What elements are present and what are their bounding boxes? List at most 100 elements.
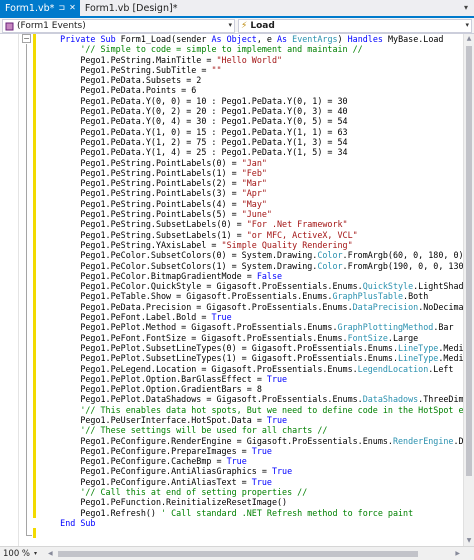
code-token: LegendLocation	[357, 363, 429, 374]
code-line[interactable]: Pego1.PeFont.Label.Bold = True	[40, 312, 466, 322]
code-line[interactable]: Pego1.PeString.PointLabels(2) = "Mar"	[40, 178, 466, 188]
scroll-down-icon[interactable]: ▼	[466, 537, 472, 544]
code-line[interactable]: '// Call this at end of setting properti…	[40, 487, 466, 497]
code-line[interactable]: Pego1.PeConfigure.CacheBmp = True	[40, 456, 466, 466]
code-line[interactable]: Pego1.PeString.PointLabels(5) = "June"	[40, 209, 466, 219]
tab-overflow-icon[interactable]: ▾	[463, 3, 468, 12]
zoom-dropdown[interactable]: 100 % ▾	[3, 548, 43, 559]
code-token: Pego1.PePlot.SubsetLineTypes(0) = Gigaso…	[40, 342, 398, 353]
code-line[interactable]: Pego1.PePlot.Option.GradientBars = 8	[40, 384, 466, 394]
code-line[interactable]: Pego1.PeData.Y(0, 4) = 30 : Pego1.PeData…	[40, 116, 466, 126]
code-line[interactable]: End Sub	[40, 518, 466, 528]
code-line[interactable]: Pego1.PeString.SubTitle = ""	[40, 65, 466, 75]
code-line[interactable]: Pego1.PeData.Subsets = 2	[40, 75, 466, 85]
code-line[interactable]: Pego1.PeData.Precision = Gigasoft.ProEss…	[40, 302, 466, 312]
class-events-dropdown[interactable]: (Form1 Events) ▾	[2, 19, 235, 33]
code-token: FontSize	[347, 332, 388, 343]
code-token: As Object	[211, 34, 257, 44]
code-token: "or MFC, ActiveX, VCL"	[246, 229, 358, 240]
code-line[interactable]: Pego1.PeColor.QuickStyle = Gigasoft.ProE…	[40, 281, 466, 291]
code-line[interactable]: Pego1.PeString.SubsetLabels(0) = "For .N…	[40, 219, 466, 229]
code-line[interactable]: Pego1.PeTable.Show = Gigasoft.ProEssenti…	[40, 291, 466, 301]
code-editor[interactable]: − Private Sub Form1_Load(sender As Objec…	[0, 34, 474, 546]
code-line[interactable]: Pego1.PeString.SubsetLabels(1) = "or MFC…	[40, 230, 466, 240]
code-token: Pego1.PeString.YAxisLabel =	[40, 239, 222, 250]
code-line[interactable]: Pego1.PeLegend.Location = Gigasoft.ProEs…	[40, 364, 466, 374]
code-line[interactable]: Pego1.PeConfigure.AntiAliasGraphics = Tr…	[40, 466, 466, 476]
code-line[interactable]: Pego1.PeColor.SubsetColors(1) = System.D…	[40, 261, 466, 271]
code-text[interactable]: Private Sub Form1_Load(sender As Object,…	[40, 34, 466, 528]
method-dropdown[interactable]: ⚡ Load ▾	[238, 19, 472, 33]
code-line[interactable]: Pego1.PeData.Y(1, 0) = 15 : Pego1.PeData…	[40, 127, 466, 137]
code-line[interactable]: Pego1.PeString.PointLabels(4) = "May"	[40, 199, 466, 209]
horizontal-scrollbar[interactable]: ◀ ▶	[48, 549, 460, 559]
code-line[interactable]: Pego1.PeData.Points = 6	[40, 85, 466, 95]
code-token: '// This enables data hot spots, But we …	[80, 404, 466, 415]
code-line[interactable]: Pego1.Refresh() ' Call standard .NET Ref…	[40, 508, 466, 518]
code-line[interactable]: Pego1.PePlot.Option.BarGlassEffect = Tru…	[40, 374, 466, 384]
code-token: LineType	[398, 353, 439, 364]
code-token: Pego1.PeTable.Show = Gigasoft.ProEssenti…	[40, 291, 333, 302]
code-line[interactable]: Pego1.PePlot.SubsetLineTypes(1) = Gigaso…	[40, 353, 466, 363]
code-token: DataShadows	[362, 394, 419, 405]
code-line[interactable]: Pego1.PeString.PointLabels(1) = "Feb"	[40, 168, 466, 178]
code-token: .NoDecimals	[418, 301, 466, 312]
code-token: Pego1.PePlot.Method = Gigasoft.ProEssent…	[40, 322, 338, 333]
code-token: Pego1.PeData.Precision = Gigasoft.ProEss…	[40, 301, 353, 312]
code-line[interactable]: Pego1.PeConfigure.PrepareImages = True	[40, 446, 466, 456]
code-line[interactable]: Pego1.PePlot.SubsetLineTypes(0) = Gigaso…	[40, 343, 466, 353]
code-token: ' Call standard .NET Refresh method to f…	[161, 507, 414, 518]
code-line[interactable]: Pego1.PeString.MainTitle = "Hello World"	[40, 55, 466, 65]
navigation-bar: (Form1 Events) ▾ ⚡ Load ▾	[0, 18, 474, 34]
code-line[interactable]: Pego1.PeData.Y(1, 4) = 25 : Pego1.PeData…	[40, 147, 466, 157]
code-line[interactable]: Pego1.PeString.PointLabels(0) = "Jan"	[40, 158, 466, 168]
tab-form1-design[interactable]: Form1.vb [Design]*	[80, 0, 182, 16]
collapse-outline-icon[interactable]: −	[22, 34, 31, 43]
vertical-scroll-thumb[interactable]	[466, 46, 472, 476]
vertical-scrollbar[interactable]: ▲ ▼	[463, 34, 474, 546]
scroll-left-icon[interactable]: ◀	[48, 550, 53, 557]
code-line[interactable]: '// These settings will be used for all …	[40, 425, 466, 435]
code-line[interactable]: Pego1.PePlot.DataShadows = Gigasoft.ProE…	[40, 394, 466, 404]
scroll-right-icon[interactable]: ▶	[455, 550, 460, 557]
document-tab-bar: Form1.vb* ⊐ ✕ Form1.vb [Design]* ▾	[0, 0, 474, 18]
code-token: Pego1.PeString.PointLabels(1) =	[40, 167, 242, 178]
code-token: "Jan"	[241, 157, 267, 168]
code-token	[40, 487, 80, 497]
code-line[interactable]: Pego1.PeConfigure.AntiAliasText = True	[40, 477, 466, 487]
code-token	[40, 518, 60, 528]
code-line[interactable]: Pego1.PePlot.Method = Gigasoft.ProEssent…	[40, 322, 466, 332]
code-line[interactable]: Pego1.PeColor.SubsetColors(0) = System.D…	[40, 250, 466, 260]
code-line[interactable]: Pego1.PeColor.BitmapGradientMode = False	[40, 271, 466, 281]
code-line[interactable]: '// Simple to code = simple to implement…	[40, 44, 466, 54]
code-line[interactable]: Pego1.PeConfigure.RenderEngine = Gigasof…	[40, 436, 466, 446]
code-line[interactable]: Pego1.PeFunction.ReinitializeResetImage(…	[40, 497, 466, 507]
code-token: Pego1.PeColor.BitmapGradientMode =	[40, 270, 257, 281]
code-line[interactable]: Private Sub Form1_Load(sender As Object,…	[40, 34, 466, 44]
code-line[interactable]: Pego1.PeString.PointLabels(3) = "Apr"	[40, 188, 466, 198]
outline-guide-end	[26, 535, 32, 536]
code-line[interactable]: Pego1.PeData.Y(0, 0) = 10 : Pego1.PeData…	[40, 96, 466, 106]
code-token	[40, 34, 60, 44]
indicator-margin	[18, 34, 19, 546]
code-token: True	[266, 414, 288, 425]
code-token: Pego1.PeLegend.Location = Gigasoft.ProEs…	[40, 363, 358, 374]
tab-form1-vb[interactable]: Form1.vb* ⊐ ✕	[0, 0, 80, 16]
horizontal-scroll-thumb[interactable]	[58, 551, 418, 557]
code-line[interactable]: Pego1.PeData.Y(0, 2) = 20 : Pego1.PeData…	[40, 106, 466, 116]
code-token: Pego1.PeString.SubsetLabels(0) =	[40, 219, 247, 230]
code-line[interactable]: Pego1.PeData.Y(1, 2) = 75 : Pego1.PeData…	[40, 137, 466, 147]
scroll-up-icon[interactable]: ▲	[466, 35, 472, 42]
code-token: .Direct2D	[453, 435, 466, 446]
code-line[interactable]: '// This enables data hot spots, But we …	[40, 405, 466, 415]
code-token: '// Call this at end of setting properti…	[80, 487, 308, 498]
code-line[interactable]: Pego1.PeFont.FontSize = Gigasoft.ProEsse…	[40, 333, 466, 343]
code-token: DataPrecision	[352, 301, 419, 312]
code-token	[40, 405, 80, 415]
close-icon[interactable]: ✕	[69, 3, 76, 12]
code-line[interactable]: Pego1.PeUserInterface.HotSpot.Data = Tru…	[40, 415, 466, 425]
code-line[interactable]: Pego1.PeString.YAxisLabel = "Simple Qual…	[40, 240, 466, 250]
code-token: Pego1.PePlot.Option.GradientBars = 8	[40, 384, 262, 395]
pin-icon[interactable]: ⊐	[58, 3, 66, 12]
code-token: Pego1.PePlot.DataShadows = Gigasoft.ProE…	[40, 394, 363, 405]
